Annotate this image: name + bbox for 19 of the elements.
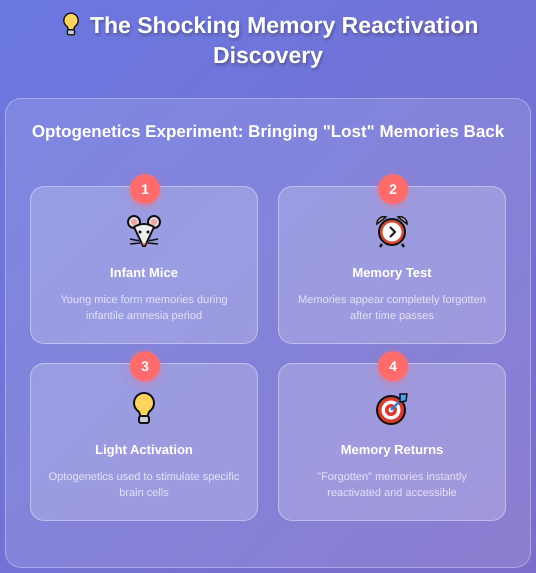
step-card [278, 186, 506, 344]
step-card [30, 363, 258, 521]
step-card [30, 186, 258, 344]
card-description: "Forgotten" memories instantly reactivated and accessible [316, 470, 468, 501]
step-number-badge: 2 [378, 174, 408, 204]
step-number-badge: 4 [378, 351, 408, 381]
step-number-badge: 1 [130, 174, 160, 204]
step-number-badge: 3 [130, 351, 160, 381]
step-card [278, 363, 506, 521]
card-title: Memory Returns [340, 442, 444, 457]
card-description: Young mice form memories during infantile amnesia period [59, 293, 229, 324]
card-description: Optogenetics used to stimulate specific brain cells [48, 470, 240, 501]
card-description: Memories appear completely forgotten after time passes [297, 293, 487, 324]
title-text: The Shocking Memory Reactivation Discovery [90, 12, 478, 68]
card-title: Light Activation [94, 442, 194, 457]
panel-heading: Optogenetics Experiment: Bringing "Lost" Memories Back [30, 121, 506, 142]
card-title: Memory Test [351, 265, 433, 280]
panel-background [5, 98, 531, 568]
card-title: Infant Mice [109, 265, 179, 280]
